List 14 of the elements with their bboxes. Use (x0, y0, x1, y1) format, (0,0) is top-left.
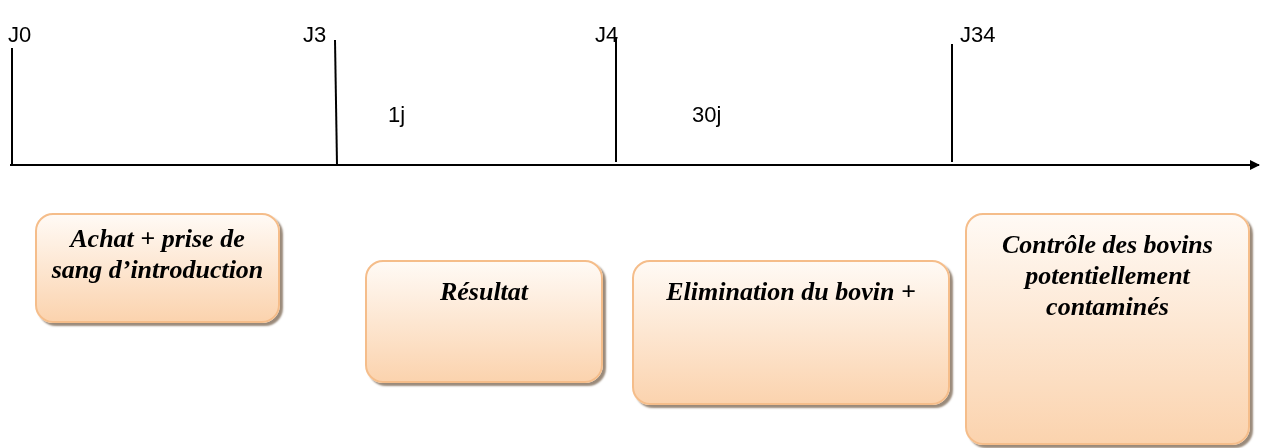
timeline-label: J0 (8, 22, 32, 48)
timeline-label: J4 (595, 22, 619, 48)
box-text: Contrôle des bovins potentiellement contaminés (1001, 229, 1214, 322)
process-box (35, 213, 280, 323)
timeline-label: J3 (303, 22, 327, 48)
timeline-label: 30j (692, 102, 722, 128)
process-box (365, 260, 603, 383)
box-text: Elimination du bovin + (666, 276, 916, 307)
box-text: Résultat (439, 276, 529, 307)
timeline-label: J34 (960, 22, 996, 48)
process-box (632, 260, 950, 405)
timeline-label: 1j (388, 102, 406, 128)
box-text: Achat + prise de sang d’introduction (50, 223, 265, 285)
process-box (965, 213, 1250, 445)
